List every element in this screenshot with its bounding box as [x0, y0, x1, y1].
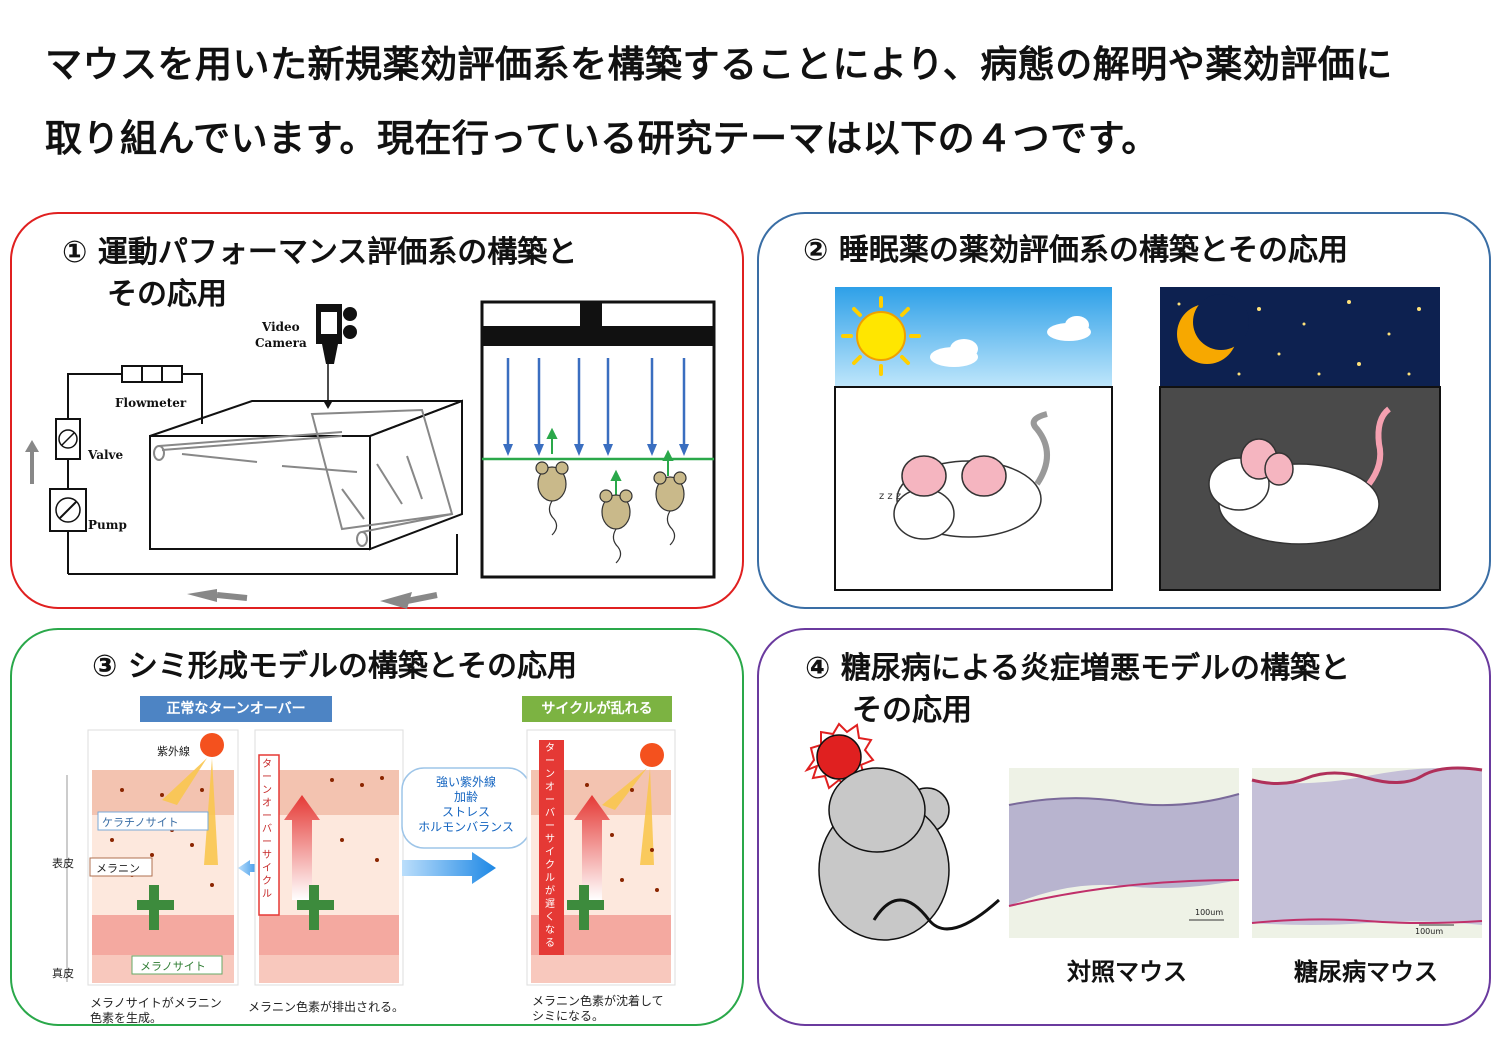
panel-2-title: ② 睡眠薬の薬効評価系の構築とその応用	[803, 233, 1348, 268]
histology-control-image	[1008, 768, 1240, 938]
factor-item: 加齢	[453, 790, 478, 804]
factor-item: ホルモンバランス	[418, 820, 514, 834]
diabetic-mouse-caption: 糖尿病マウス	[1294, 958, 1438, 986]
epidermis-label: 表皮	[52, 857, 74, 870]
intro-line-1: マウスを用いた新規薬効評価系を構築することにより、病態の解明や薬効評価に	[45, 43, 1393, 86]
disturbed-cycle-badge: サイクルが乱れる	[522, 696, 672, 722]
sleep-illustration: z z z	[834, 287, 1441, 591]
factor-item: 強い紫外線	[435, 775, 496, 789]
skin-panel-spot	[526, 729, 676, 986]
panel-3-title: ③ シミ形成モデルの構築とその応用	[92, 649, 577, 684]
intro-text: マウスを用いた新規薬効評価系を構築することにより、病態の解明や薬効評価に 取り組…	[45, 28, 1465, 176]
sleeping-mouse-icon: z z z	[879, 411, 1050, 540]
melanin-label: メラニン	[96, 862, 140, 875]
video-label: Video	[262, 320, 300, 334]
scale-bar-control: 100um	[1195, 908, 1224, 917]
panel-diabetes-inflammation: ④ 糖尿病による炎症増悪モデルの構築と その応用 100um 100	[757, 628, 1491, 1026]
factor-item: ストレス	[441, 805, 490, 819]
moon-icon	[1177, 294, 1249, 364]
caption-3-line-2: シミになる。	[532, 1009, 605, 1023]
diabetic-mouse-illustration	[804, 722, 1483, 941]
pump-label: Pump	[88, 518, 127, 532]
keratinocyte-label: ケラチノサイト	[102, 816, 179, 829]
night-scene	[1159, 287, 1441, 591]
flow-chamber-diagram	[480, 300, 716, 579]
scale-bar-diabetic: 100um	[1415, 927, 1444, 936]
camera-label: Camera	[255, 336, 307, 350]
skin-panel-excretion	[254, 729, 404, 986]
pump-icon	[49, 488, 87, 532]
panel-sleep-drug: ② 睡眠薬の薬効評価系の構築とその応用	[757, 212, 1491, 609]
melanocyte-label: メラノサイト	[140, 960, 206, 973]
panel-4-title-line-2: その応用	[852, 693, 972, 728]
flowmeter-icon	[121, 365, 183, 383]
turnover-slow-label: ターンオーバーサイクルが遅くなる	[545, 743, 555, 949]
caption-2: メラニン色素が排出される。	[248, 1000, 405, 1014]
star-icon	[1177, 300, 1421, 376]
mouse-icon	[535, 461, 687, 530]
valve-label: Valve	[88, 448, 124, 462]
caption-1-line-2: 色素を生成。	[90, 1011, 163, 1025]
inflamed-mouse-icon	[804, 722, 1001, 941]
sun-icon	[841, 296, 921, 376]
turnover-cycle-label: ターンオーバーサイクル	[262, 759, 272, 900]
normal-turnover-badge: 正常なターンオーバー	[140, 696, 332, 722]
valve-icon	[55, 418, 81, 460]
skin-layer-diagram	[66, 729, 676, 986]
caption-3-line-1: メラニン色素が沈着して	[532, 994, 664, 1008]
cloud-icon	[930, 316, 1091, 367]
caption-1-line-1: メラノサイトがメラニン	[90, 996, 222, 1010]
panel-1-title-line-1: ① 運動パフォーマンス評価系の構築と	[62, 235, 578, 270]
swim-tank	[149, 399, 463, 551]
panel-4-title-line-1: ④ 糖尿病による炎症増悪モデルの構築と	[805, 651, 1350, 686]
video-camera-icon	[316, 304, 357, 409]
flowmeter-label: Flowmeter	[115, 396, 187, 410]
svg-text:z z z: z z z	[879, 491, 901, 502]
flow-left-arrow-icon	[187, 589, 438, 609]
factors-list: 強い紫外線 加齢 ストレス ホルモンバランス	[402, 775, 530, 835]
day-scene: z z z	[834, 287, 1113, 591]
dermis-label: 真皮	[52, 967, 74, 980]
flow-up-arrow-icon	[25, 440, 39, 484]
uv-label: 紫外線	[157, 745, 190, 758]
running-mouse-icon	[1208, 406, 1391, 545]
treadmill-apparatus-diagram	[25, 300, 716, 609]
panel-spot-formation: ③ シミ形成モデルの構築とその応用 正常なターンオーバー サイクルが乱れる	[10, 628, 744, 1026]
panel-exercise-performance: ① 運動パフォーマンス評価系の構築と その応用	[10, 212, 744, 609]
histology-diabetic-image	[1251, 766, 1483, 938]
control-mouse-caption: 対照マウス	[1067, 958, 1187, 986]
panel-1-title-line-2: その応用	[107, 277, 227, 312]
intro-line-2: 取り組んでいます。現在行っている研究テーマは以下の４つです。	[45, 117, 1159, 160]
